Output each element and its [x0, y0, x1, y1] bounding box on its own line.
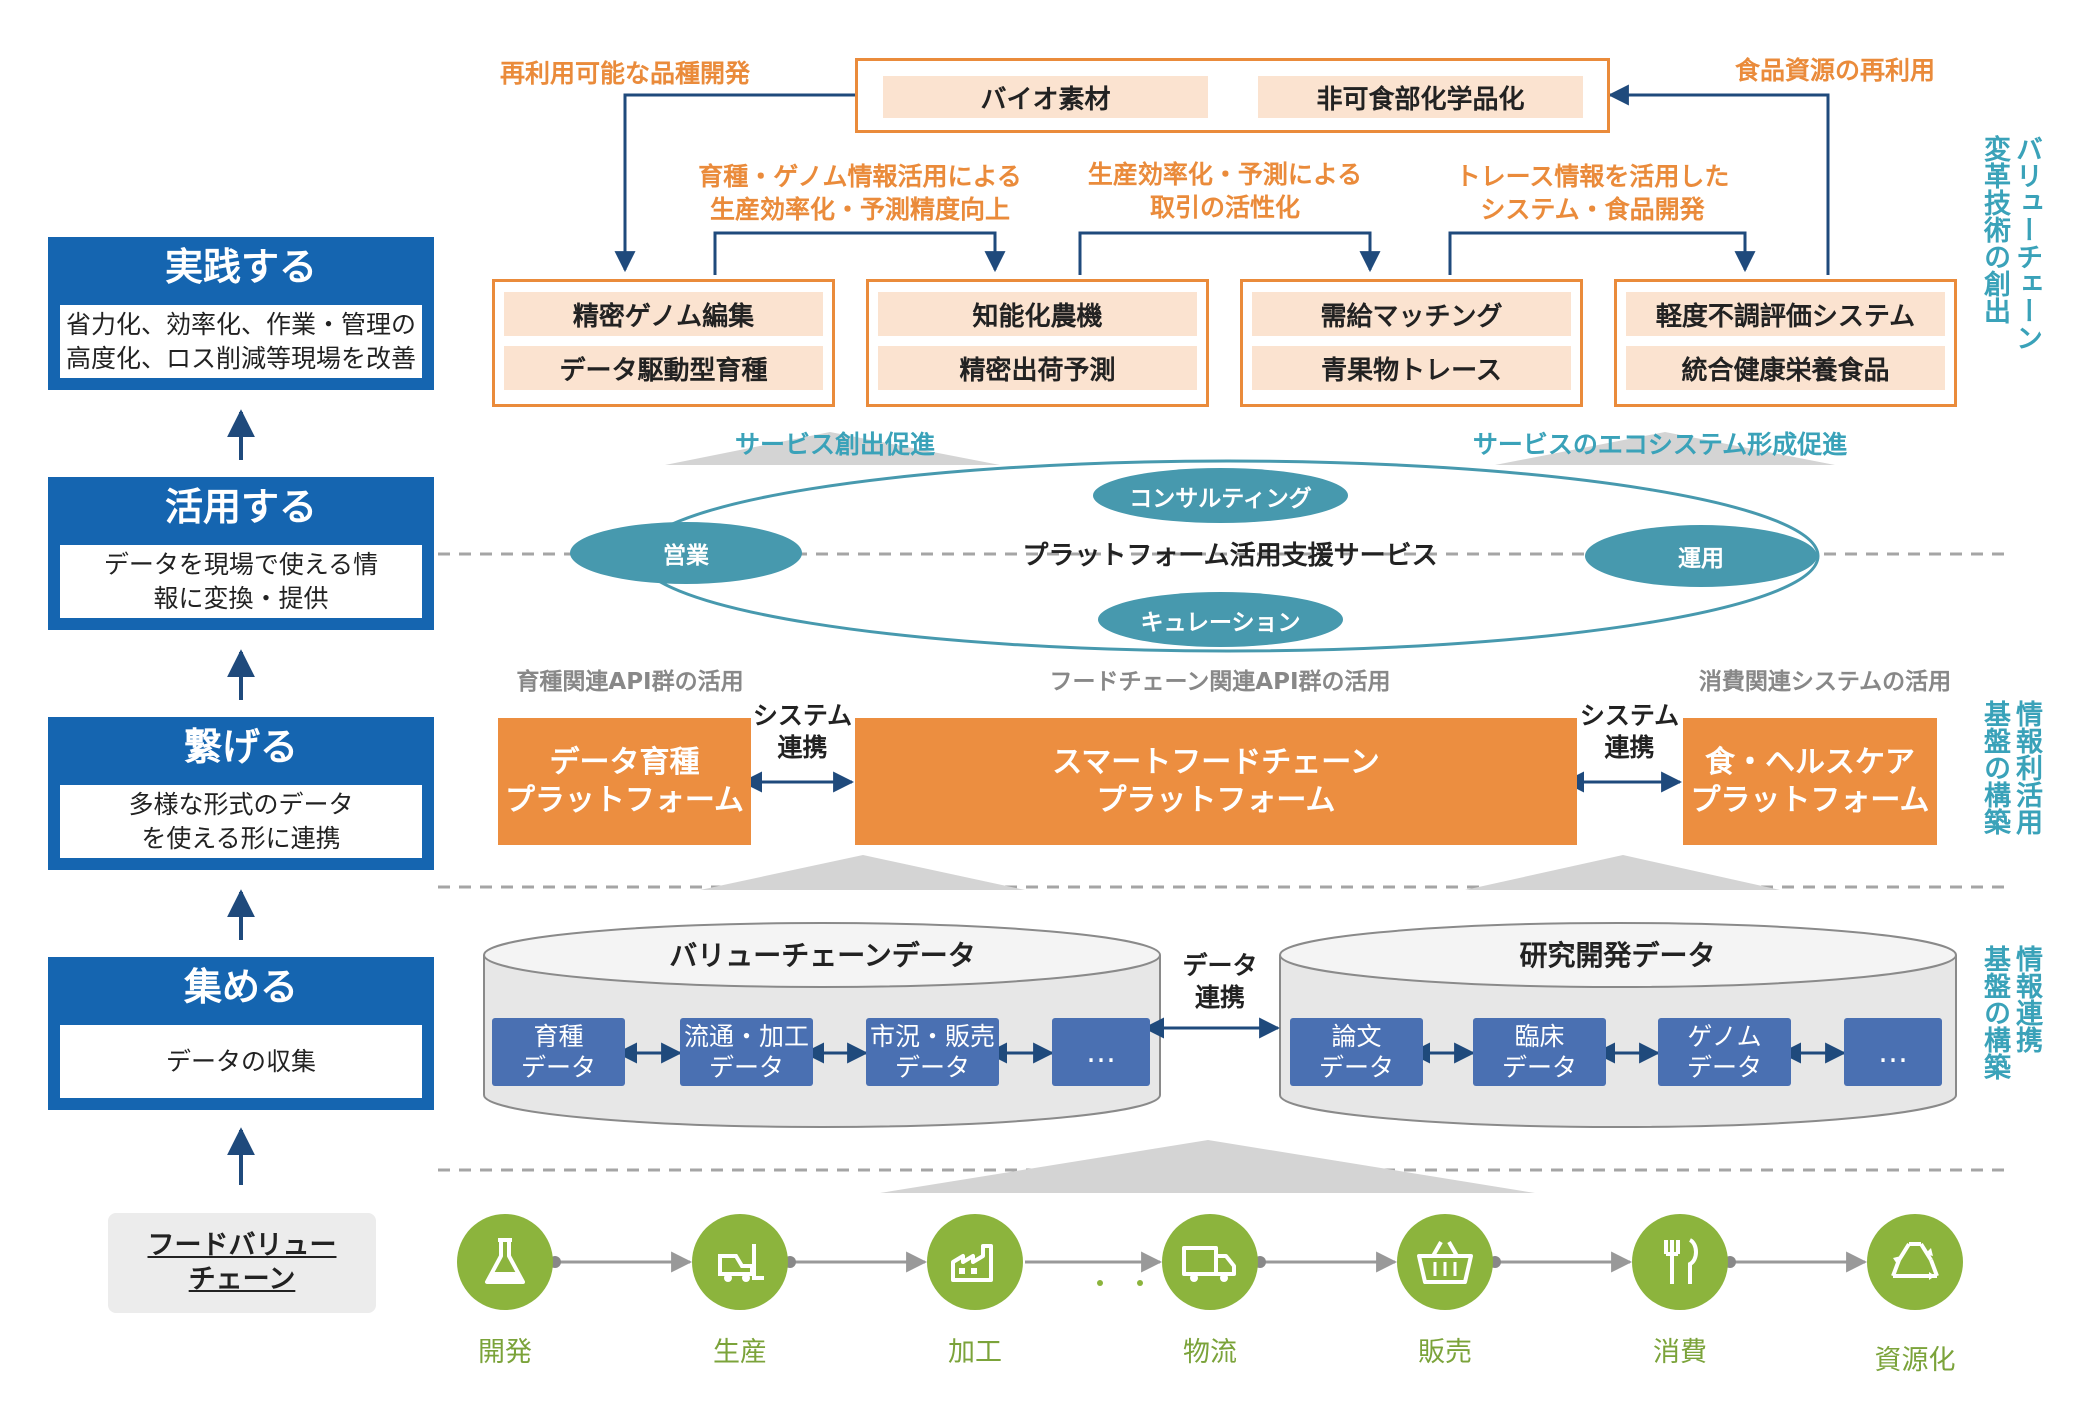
stage-sales-circle: [1397, 1214, 1493, 1310]
practice-item: 需給マッチング: [1252, 292, 1571, 336]
step-connect-desc: 多様な形式のデータ を使える形に連携: [60, 785, 422, 858]
label-trace-info: トレース情報を活用した システム・食品開発: [1455, 162, 1730, 224]
step-connect-title: 繋げる: [183, 725, 298, 769]
stage-consumption-circle: [1632, 1214, 1728, 1310]
rd-data-item: 臨床 データ: [1473, 1018, 1606, 1086]
step-utilize-title: 活用する: [164, 485, 317, 529]
vc-data-item: 市況・販売 データ: [866, 1018, 999, 1086]
oval-operation: 運用: [1585, 525, 1817, 587]
system-link-label-left: システム 連携: [752, 701, 853, 762]
system-link-label-right: システム 連携: [1579, 701, 1680, 762]
practice-item: 精密ゲノム編集: [504, 292, 823, 336]
api-label-consumption: 消費関連システムの活用: [1698, 669, 1952, 695]
side-label-info-linkage: 情報連携 基盤の構築: [1979, 945, 2042, 1080]
step-collect-title: 集める: [183, 965, 298, 1009]
factory-icon: [951, 1244, 993, 1282]
flask-icon: [485, 1238, 525, 1284]
vc-cylinder-top: [483, 922, 1161, 988]
stage-label: 生産: [713, 1337, 767, 1368]
stage-logistics-circle: [1162, 1214, 1258, 1310]
vc-data-item: 育種 データ: [492, 1018, 625, 1086]
stage-label: 物流: [1183, 1337, 1237, 1368]
arrow-trace: [1448, 231, 1756, 275]
practice-box-machinery: 知能化農機 精密出荷予測: [866, 279, 1209, 407]
step-practice: 実践する 省力化、効率化、作業・管理の 高度化、ロス削減等現場を改善: [48, 237, 434, 390]
stage-dev-circle: [457, 1214, 553, 1310]
platform-smart-foodchain: スマートフードチェーン プラットフォーム: [855, 718, 1577, 845]
stage-recycling-circle: [1867, 1214, 1963, 1310]
stage-label: 加工: [948, 1337, 1002, 1368]
rd-cylinder-top: [1279, 922, 1957, 988]
food-value-chain-box: フードバリュー チェーン: [108, 1213, 376, 1313]
grey-wedges: [665, 432, 1835, 1193]
step-practice-desc: 省力化、効率化、作業・管理の 高度化、ロス削減等現場を改善: [60, 305, 422, 378]
side-label-info-utilization: 情報利活用 基盤の構築: [1979, 700, 2042, 835]
api-label-breeding: 育種関連API群の活用: [516, 669, 744, 695]
vc-data-title: バリューチェーンデータ: [669, 939, 976, 972]
step-utilize-desc: データを現場で使える情 報に変換・提供: [60, 545, 422, 618]
basket-icon: [1417, 1241, 1473, 1284]
practice-item: 軽度不調評価システム: [1626, 292, 1945, 336]
step-utilize: 活用する データを現場で使える情 報に変換・提供: [48, 477, 434, 630]
practice-item: 統合健康栄養食品: [1626, 346, 1945, 390]
stage-label: 販売: [1418, 1337, 1472, 1368]
stage-label: 開発: [478, 1337, 532, 1368]
practice-item: データ駆動型育種: [504, 346, 823, 390]
practice-box-genome: 精密ゲノム編集 データ駆動型育種: [492, 279, 835, 407]
oval-consulting: コンサルティング: [1093, 468, 1348, 523]
step-collect-desc: データの収集: [60, 1025, 422, 1098]
support-center-label: プラットフォーム活用支援サービス: [1022, 541, 1438, 571]
step-connect: 繋げる 多様な形式のデータ を使える形に連携: [48, 717, 434, 870]
stage-production-circle: [692, 1214, 788, 1310]
label-food-resource-reuse: 食品資源の再利用: [1734, 56, 1935, 85]
label-ecosystem: サービスのエコシステム形成促進: [1472, 430, 1848, 459]
arrow-reuse-right: [1607, 84, 1830, 275]
step-practice-title: 実践する: [164, 245, 317, 289]
food-value-chain-label: フードバリュー チェーン: [147, 1230, 337, 1295]
platform-data-breeding: データ育種 プラットフォーム: [498, 718, 751, 845]
rd-data-more: …: [1844, 1018, 1942, 1086]
oval-curation: キュレーション: [1098, 592, 1343, 647]
arrow-production: [1078, 231, 1381, 275]
label-reusable-breeding: 再利用可能な品種開発: [499, 59, 750, 88]
platform-food-healthcare: 食・ヘルスケア プラットフォーム: [1683, 718, 1937, 845]
rd-data-title: 研究開発データ: [1519, 939, 1716, 972]
label-service-creation: サービス創出促進: [734, 430, 935, 459]
recycle-icon: [1891, 1242, 1939, 1280]
arrow-breeding: [713, 231, 1006, 275]
inedible-chemical-item: 非可食部化学品化: [1258, 76, 1583, 118]
practice-item: 精密出荷予測: [878, 346, 1197, 390]
api-label-foodchain: フードチェーン関連API群の活用: [1049, 669, 1391, 695]
stage-label: 消費: [1653, 1337, 1707, 1368]
arrow-reuse-left: [614, 93, 855, 273]
practice-box-health: 軽度不調評価システム 統合健康栄養食品: [1614, 279, 1957, 407]
practice-item: 知能化農機: [878, 292, 1197, 336]
data-link-label: データ 連携: [1182, 951, 1258, 1012]
rd-data-item: ゲノム データ: [1658, 1018, 1791, 1086]
truck-icon: [1182, 1246, 1236, 1282]
bio-material-item: バイオ素材: [883, 76, 1208, 118]
practice-item: 青果物トレース: [1252, 346, 1571, 390]
forklift-icon: [718, 1244, 764, 1282]
cutlery-icon: [1664, 1238, 1698, 1284]
oval-sales: 営業: [570, 522, 802, 584]
rd-data-item: 論文 データ: [1290, 1018, 1423, 1086]
label-production-efficiency: 生産効率化・予測による 取引の活性化: [1087, 160, 1363, 222]
vc-data-item: 流通・加工 データ: [680, 1018, 813, 1086]
label-breeding-genome: 育種・ゲノム情報活用による 生産効率化・予測精度向上: [698, 162, 1022, 224]
practice-box-matching: 需給マッチング 青果物トレース: [1240, 279, 1583, 407]
vc-data-more: …: [1052, 1018, 1150, 1086]
side-label-value-chain: バリューチェーン 変革技術の創出: [1979, 135, 2042, 351]
stage-processing-circle: [927, 1214, 1023, 1310]
step-collect: 集める データの収集: [48, 957, 434, 1110]
bio-materials-box: バイオ素材 非可食部化学品化: [855, 58, 1610, 133]
stage-label: 資源化: [1874, 1345, 1956, 1376]
